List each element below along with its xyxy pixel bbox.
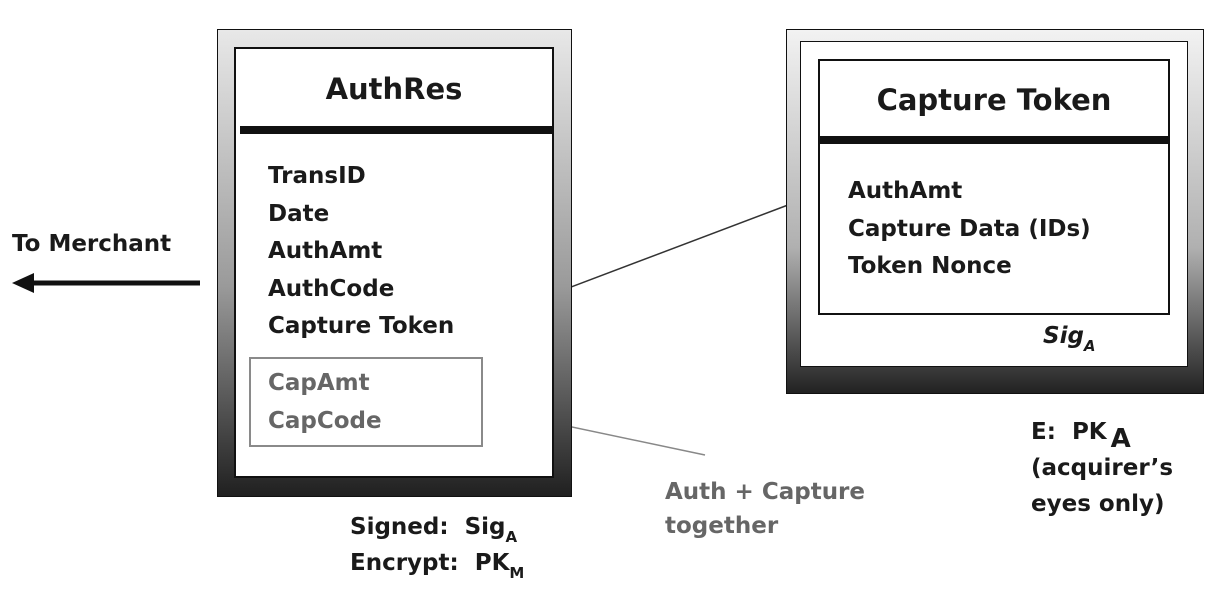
field-transid: TransID [268, 163, 366, 189]
field-authcode: AuthCode [268, 275, 395, 302]
capture-token-title: Capture Token [876, 83, 1112, 117]
authres-encrypt-label: Encrypt: PKM [350, 550, 525, 582]
authres-signed-label: Signed: SigA [350, 514, 518, 546]
auth-capture-note-line2: together [665, 513, 779, 539]
capture-token-title-rule [820, 136, 1168, 144]
to-merchant-label: To Merchant [12, 231, 172, 257]
capture-token-fields: AuthAmt Capture Data (IDs) Token Nonce [848, 173, 1091, 286]
capture-token-card: Capture Token AuthAmt Capture Data (IDs)… [800, 41, 1188, 367]
authres-fields: TransID Date AuthAmt AuthCode Capture To… [268, 158, 454, 346]
capture-token-note-line2: eyes only) [1031, 491, 1165, 517]
auth-capture-note: Auth + Capture together [665, 475, 865, 543]
capture-token-inner-box: Capture Token AuthAmt Capture Data (IDs)… [818, 59, 1170, 315]
to-merchant-arrow [12, 273, 200, 293]
field-capture-token: Capture Token [268, 313, 455, 339]
field-capcode: CapCode [268, 407, 382, 434]
ct-field-authamt: AuthAmt [848, 178, 963, 204]
capture-fields-box: CapAmt CapCode [249, 357, 483, 447]
capture-token-signature: SigA [1043, 323, 1096, 355]
capture-fields: CapAmt CapCode [268, 365, 382, 440]
capture-token-frame: Capture Token AuthAmt Capture Data (IDs)… [786, 29, 1204, 394]
auth-capture-note-line1: Auth + Capture [665, 479, 866, 505]
capture-token-note-line1: (acquirer’s [1031, 455, 1174, 481]
authres-title: AuthRes [325, 72, 463, 106]
authres-inner: AuthRes TransID Date AuthAmt AuthCode Ca… [234, 47, 554, 478]
field-authamt: AuthAmt [268, 238, 383, 264]
ct-field-token-nonce: Token Nonce [848, 253, 1012, 279]
ct-field-capture-data: Capture Data (IDs) [848, 215, 1091, 242]
authres-frame: AuthRes TransID Date AuthAmt AuthCode Ca… [217, 29, 572, 497]
field-capamt: CapAmt [268, 370, 370, 396]
authres-title-rule [240, 126, 552, 134]
field-date: Date [268, 200, 330, 227]
